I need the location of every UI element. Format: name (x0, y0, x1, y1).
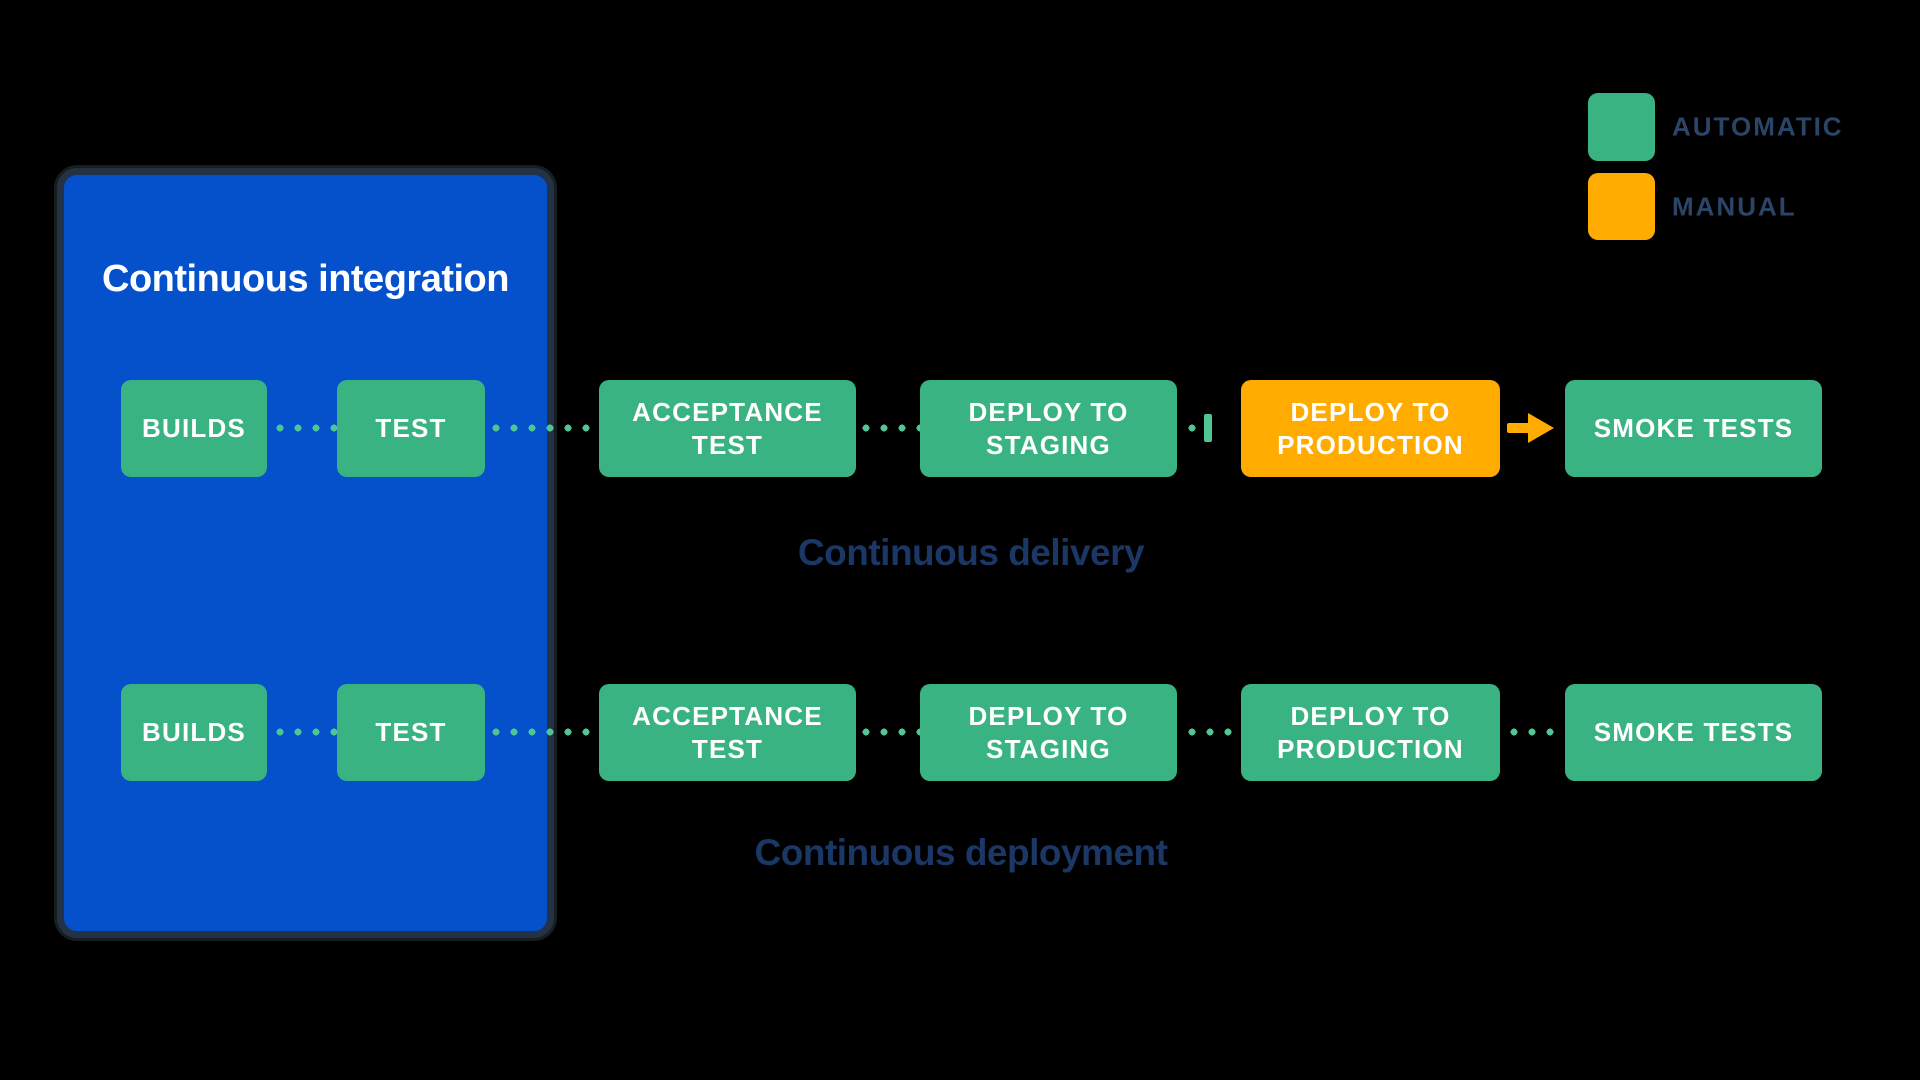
deployment-step-acceptance-test: ACCEPTANCE TEST (599, 684, 856, 781)
continuous-integration-container (57, 168, 554, 938)
manual-gate-marker (1204, 414, 1212, 442)
arrow-right-icon (1507, 423, 1531, 433)
arrow-right-icon (1528, 413, 1554, 443)
delivery-step-acceptance-test: ACCEPTANCE TEST (599, 380, 856, 477)
deployment-step-test: TEST (337, 684, 485, 781)
legend-label-automatic: AUTOMATIC (1672, 111, 1844, 142)
continuous-integration-title: Continuous integration (102, 258, 509, 300)
dotted-connector (487, 727, 599, 737)
delivery-step-smoke-tests: SMOKE TESTS (1565, 380, 1822, 477)
dotted-connector (857, 727, 920, 737)
dotted-connector (271, 423, 337, 433)
deployment-step-deploy-production: DEPLOY TO PRODUCTION (1241, 684, 1500, 781)
dotted-connector (857, 423, 920, 433)
dotted-connector (487, 423, 599, 433)
dotted-connector (271, 727, 337, 737)
continuous-deployment-caption: Continuous deployment (754, 832, 1168, 873)
deployment-step-deploy-staging: DEPLOY TO STAGING (920, 684, 1177, 781)
legend-swatch-manual (1588, 173, 1655, 240)
dotted-connector (1183, 423, 1201, 433)
delivery-step-builds: BUILDS (121, 380, 267, 477)
dotted-connector (1505, 727, 1563, 737)
deployment-step-smoke-tests: SMOKE TESTS (1565, 684, 1822, 781)
legend-label-manual: MANUAL (1672, 191, 1797, 222)
continuous-delivery-caption: Continuous delivery (797, 532, 1145, 573)
dotted-connector (1183, 727, 1241, 737)
delivery-step-deploy-production: DEPLOY TO PRODUCTION (1241, 380, 1500, 477)
legend-swatch-automatic (1588, 93, 1655, 161)
deployment-step-builds: BUILDS (121, 684, 267, 781)
delivery-step-test: TEST (337, 380, 485, 477)
delivery-step-deploy-staging: DEPLOY TO STAGING (920, 380, 1177, 477)
